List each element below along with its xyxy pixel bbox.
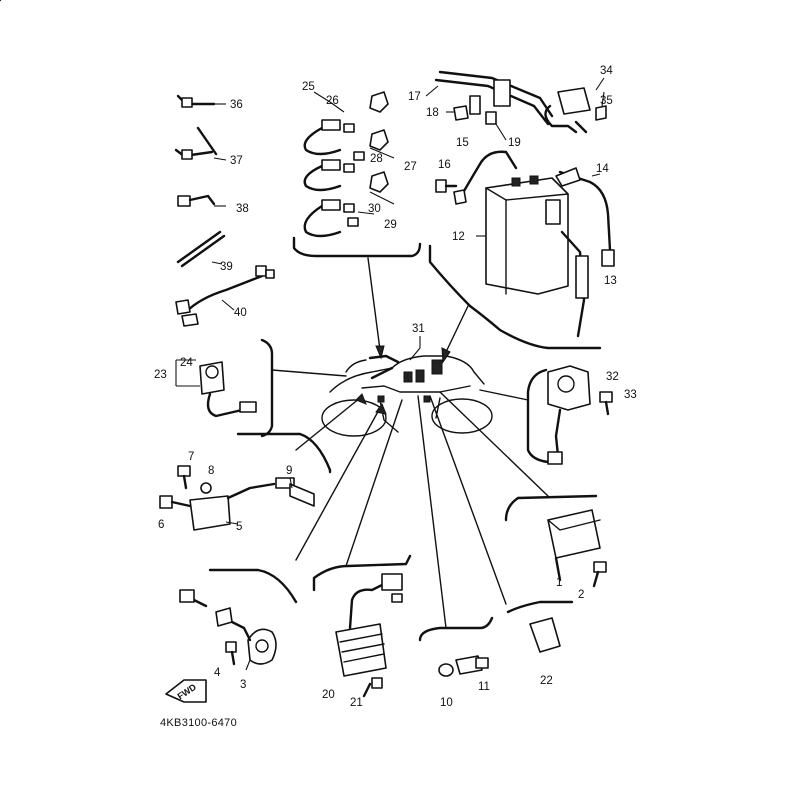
callout-13: 13 — [604, 275, 617, 287]
starter-relay-34 — [544, 77, 607, 134]
fuse-holder-22 — [529, 617, 561, 653]
callout-38: 38 — [236, 203, 249, 215]
callout-1: 1 — [556, 577, 562, 589]
ignition-coil-5 — [189, 477, 295, 531]
bolt-7 — [177, 465, 191, 490]
callout-14: 14 — [596, 163, 609, 175]
callout-17: 17 — [408, 91, 421, 103]
washer-8 — [200, 482, 212, 494]
callout-23: 23 — [154, 369, 167, 381]
callout-8: 8 — [208, 465, 214, 477]
drawing-code: 4KB3100-6470 — [160, 717, 237, 729]
fwd-arrow — [165, 679, 207, 703]
callout-40: 40 — [234, 307, 247, 319]
bolt-33 — [599, 391, 613, 416]
bolt-21 — [362, 677, 383, 698]
callout-labels: 1 2 3 4 5 6 7 8 9 10 11 12 13 14 15 16 1… — [154, 65, 637, 729]
callout-39: 39 — [220, 261, 233, 273]
collar-18 — [446, 105, 469, 121]
callout-26: 26 — [326, 95, 339, 107]
bolt-6 — [159, 495, 192, 509]
callout-3: 3 — [240, 679, 246, 691]
callout-35: 35 — [600, 95, 613, 107]
callout-21: 21 — [350, 697, 363, 709]
callout-30: 30 — [368, 203, 381, 215]
callout-36: 36 — [230, 99, 243, 111]
callout-32: 32 — [606, 371, 619, 383]
callout-20: 20 — [322, 689, 335, 701]
bolt-4 — [225, 641, 237, 666]
callout-11: 11 — [478, 681, 490, 693]
callout-15: 15 — [456, 137, 469, 149]
rectifier-regulator-20 — [335, 573, 403, 677]
callout-25: 25 — [302, 81, 315, 93]
lead-wire-40 — [175, 265, 275, 327]
band-clamp-36 — [176, 94, 226, 108]
main-switch-24 — [175, 359, 257, 418]
callout-22: 22 — [540, 675, 553, 687]
callout-34: 34 — [600, 65, 613, 77]
callout-18: 18 — [426, 107, 439, 119]
thermo-switch-11 — [455, 655, 489, 675]
vehicle-silhouette — [321, 354, 493, 437]
bolt-2 — [592, 561, 607, 588]
callout-29: 29 — [384, 219, 397, 231]
callout-12: 12 — [452, 231, 465, 243]
spark-cap-9 — [289, 477, 315, 507]
cdi-unit-1 — [547, 509, 601, 582]
callout-10: 10 — [440, 697, 453, 709]
callout-4: 4 — [214, 667, 221, 679]
battery-cable-15 — [453, 150, 518, 205]
pickup-coil-3 — [179, 589, 277, 671]
battery-cable-14 — [555, 167, 615, 267]
callout-28: 28 — [370, 153, 383, 165]
callout-7: 7 — [188, 451, 194, 463]
callout-2: 2 — [578, 589, 584, 601]
callout-5: 5 — [236, 521, 242, 533]
battery-12 — [476, 175, 569, 295]
clip-19 — [485, 111, 507, 141]
callout-6: 6 — [158, 519, 164, 531]
region-brackets — [208, 236, 602, 642]
callout-19: 19 — [508, 137, 521, 149]
callout-33: 33 — [624, 389, 637, 401]
clamp-39 — [176, 230, 226, 268]
breather-pipe-13 — [560, 230, 589, 338]
callout-9: 9 — [286, 465, 292, 477]
pointer-lines — [271, 257, 549, 629]
callout-24: 24 — [180, 357, 193, 369]
bolt-16 — [435, 179, 458, 193]
callout-27: 27 — [404, 161, 417, 173]
callout-16: 16 — [438, 159, 451, 171]
relay-32 — [547, 365, 591, 465]
sensor-leads-group — [303, 91, 395, 238]
wire-holder-38 — [177, 194, 226, 207]
leader-31 — [409, 336, 421, 361]
callout-31: 31 — [412, 323, 425, 335]
gasket-10 — [438, 663, 454, 677]
band-clamp-37 — [0, 0, 227, 161]
callout-37: 37 — [230, 155, 243, 167]
battery-bracket-17 — [425, 70, 554, 126]
